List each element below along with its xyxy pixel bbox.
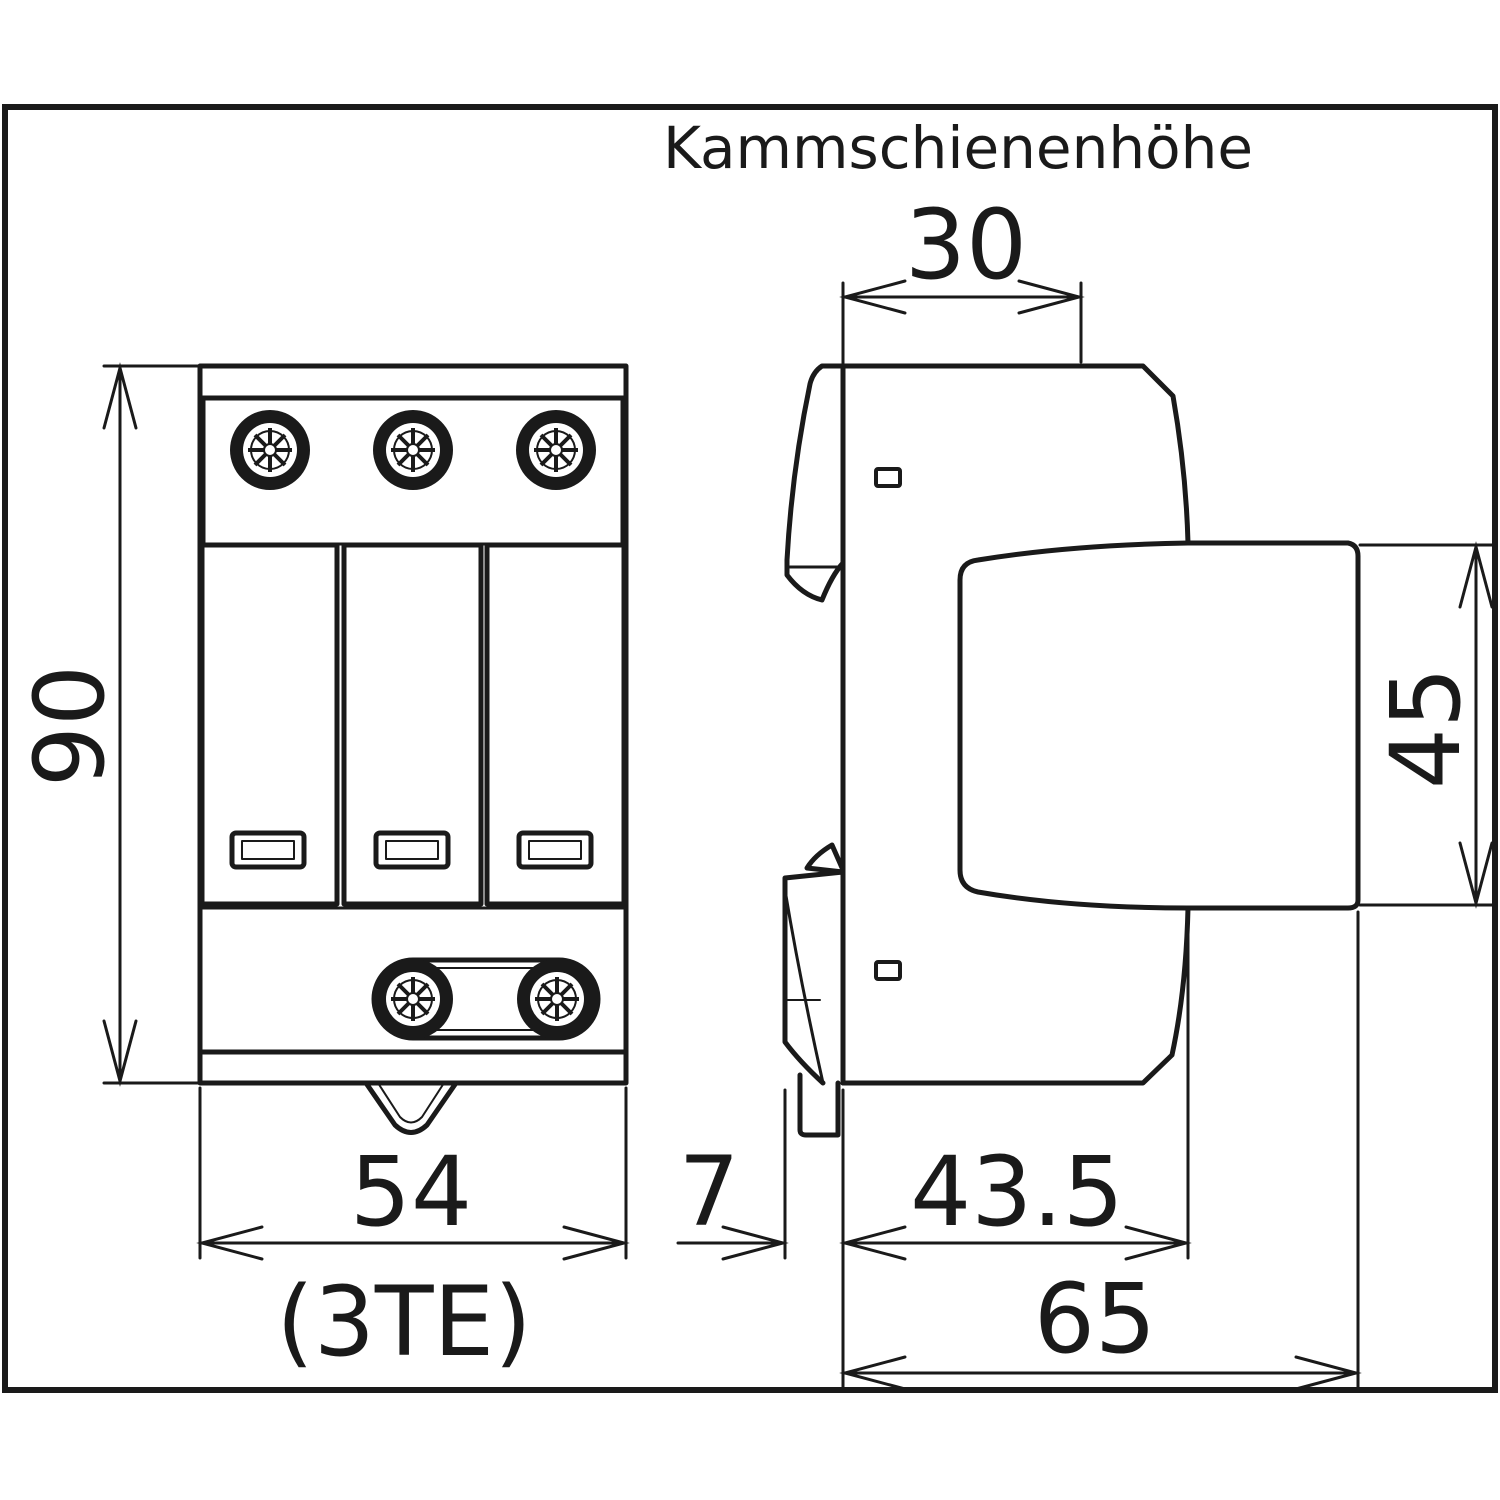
module-2: [341, 542, 484, 907]
dimension-lines: [102, 279, 1496, 1392]
dimension-45: 45: [1370, 667, 1482, 789]
dimension-65: 65: [1034, 1263, 1156, 1375]
screw-icon: [371, 408, 455, 492]
screw-icon: [228, 408, 312, 492]
screw-icon: [515, 957, 599, 1041]
dimension-43-5: 43.5: [910, 1136, 1124, 1248]
side-lower-body: [840, 905, 1191, 1086]
screw-icon: [371, 957, 455, 1041]
dimension-54: 54: [350, 1136, 472, 1248]
status-window-1: [229, 830, 307, 870]
dimension-3te: (3TE): [276, 1266, 531, 1378]
module-1: [199, 542, 340, 907]
side-marker-top: [874, 467, 902, 488]
dimension-7: 7: [678, 1136, 739, 1248]
side-upper-body: [840, 363, 1191, 546]
side-front-cap: [957, 540, 1361, 911]
terminal-screws: [228, 408, 599, 1041]
din-rail-clip: [363, 1081, 459, 1135]
front-view: [197, 363, 629, 1135]
side-marker-bottom: [874, 960, 902, 981]
screw-icon: [514, 408, 598, 492]
status-window-3: [516, 830, 594, 870]
dimension-30: 30: [905, 189, 1027, 301]
module-3: [484, 542, 627, 907]
side-lower-latch: [804, 842, 846, 875]
side-upper-latch: [784, 363, 846, 603]
side-view: [782, 363, 1361, 1138]
outer-frame: [2, 104, 1498, 1393]
comb-busbar-height-label: Kammschienenhöhe: [663, 114, 1253, 182]
side-rail-foot: [797, 1072, 841, 1138]
status-window-2: [373, 830, 451, 870]
dimension-90: 90: [14, 665, 126, 787]
